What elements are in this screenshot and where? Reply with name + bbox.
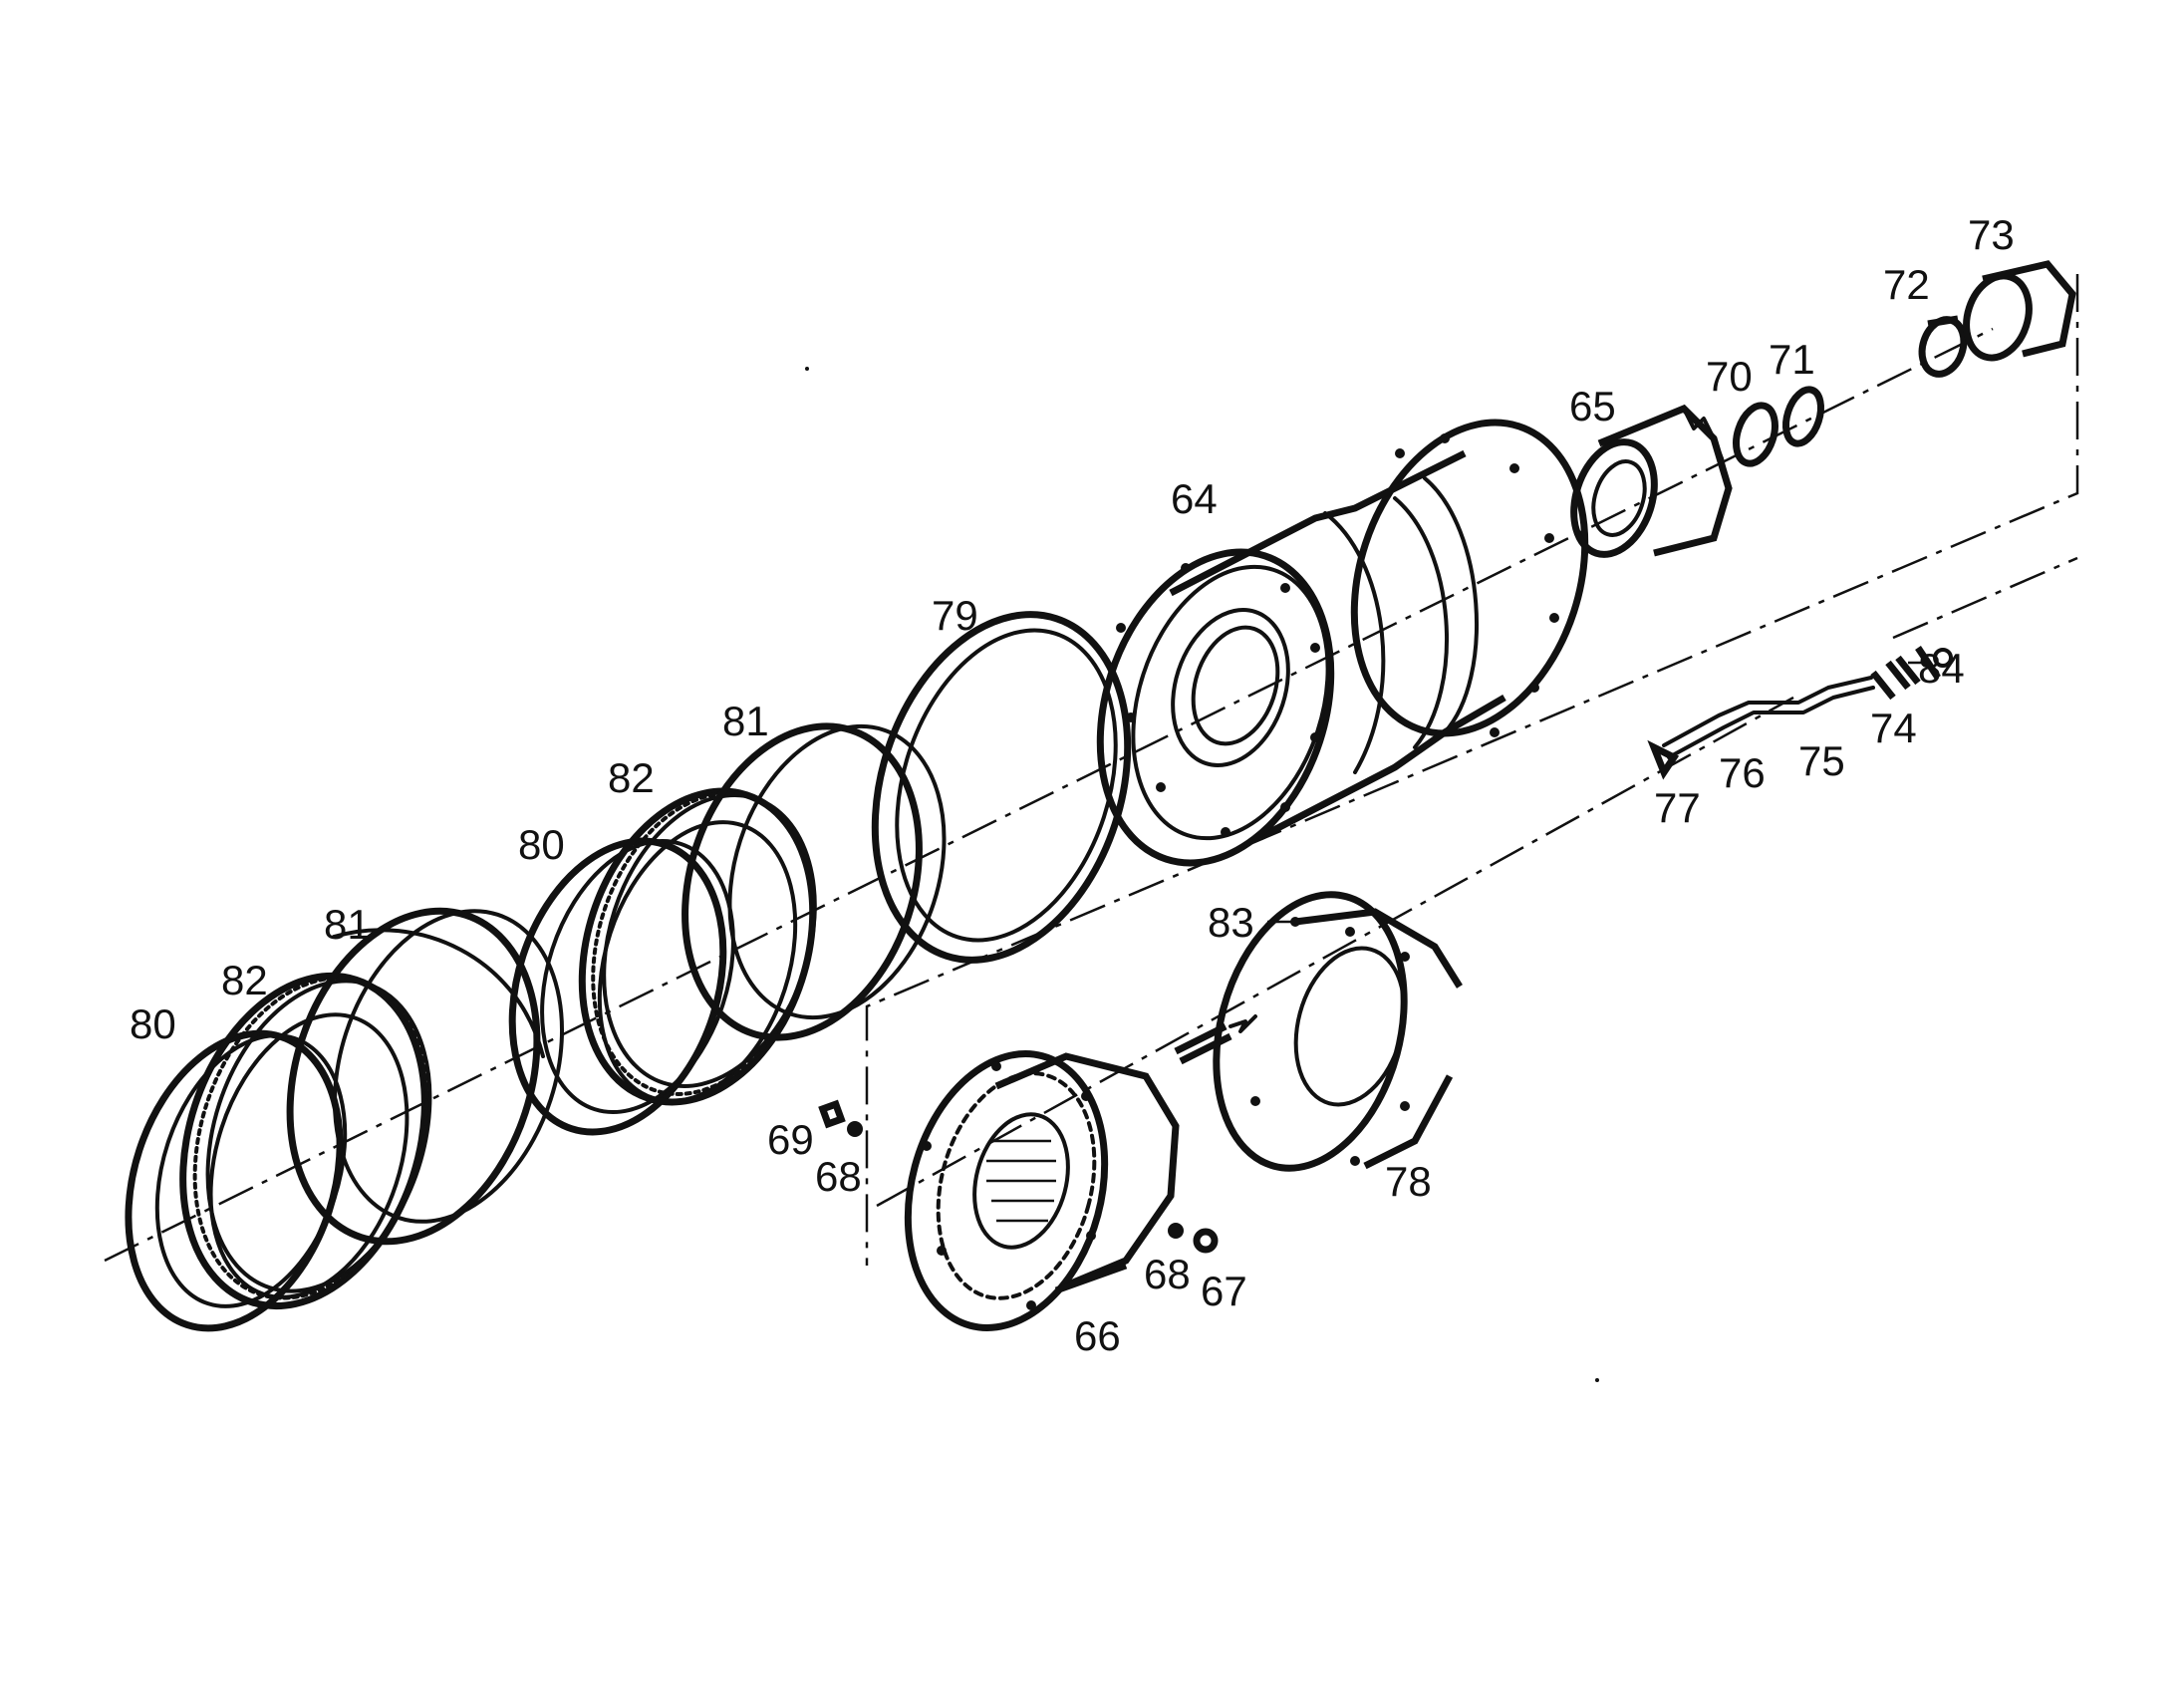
callout-68-lower: 68 bbox=[1144, 1251, 1191, 1297]
part-69-bolt bbox=[818, 1099, 846, 1129]
callout-81-upper: 81 bbox=[722, 698, 769, 744]
callout-71: 71 bbox=[1769, 336, 1815, 383]
callout-84: 84 bbox=[1918, 645, 1965, 692]
callout-76: 76 bbox=[1719, 749, 1766, 796]
part-71-ring bbox=[1781, 386, 1825, 447]
part-66-carrier bbox=[904, 1050, 1180, 1331]
part-73-sleeve bbox=[1963, 260, 2076, 362]
part-81-middle-ring bbox=[682, 722, 947, 1041]
callout-68-upper: 68 bbox=[815, 1153, 862, 1200]
callout-69: 69 bbox=[767, 1116, 814, 1163]
callout-70: 70 bbox=[1706, 353, 1753, 400]
part-72-plug bbox=[1918, 315, 1968, 378]
part-76-pipe-assembly bbox=[1647, 646, 1953, 780]
callout-73: 73 bbox=[1968, 211, 2015, 258]
part-80-left-ring bbox=[125, 1012, 410, 1332]
part-67-bolt bbox=[1193, 1228, 1219, 1254]
callout-77: 77 bbox=[1654, 784, 1701, 831]
spring-pin bbox=[1174, 1014, 1257, 1065]
callout-80-upper: 80 bbox=[518, 821, 565, 868]
stray-dot bbox=[805, 367, 809, 371]
callout-64: 64 bbox=[1171, 475, 1218, 522]
callout-65: 65 bbox=[1569, 383, 1616, 429]
main-center-axis bbox=[104, 327, 1994, 1263]
part-64-housing bbox=[1096, 419, 1589, 867]
callout-78: 78 bbox=[1385, 1158, 1432, 1205]
callout-82-upper: 82 bbox=[608, 754, 655, 801]
part-79-seal-ring bbox=[871, 611, 1132, 964]
part-78-bearing-cover bbox=[1213, 891, 1463, 1172]
callout-74: 74 bbox=[1870, 705, 1917, 751]
part-70-ring bbox=[1733, 402, 1778, 467]
callout-83: 83 bbox=[1208, 899, 1254, 946]
callout-81-lower: 81 bbox=[324, 901, 371, 948]
part-82-left-needle-cage bbox=[179, 972, 432, 1310]
part-65-gear bbox=[1570, 404, 1733, 558]
part-68-upper-washer bbox=[847, 1121, 863, 1137]
callout-75: 75 bbox=[1798, 737, 1845, 784]
callout-67: 67 bbox=[1201, 1268, 1247, 1314]
part-81-left-ring bbox=[286, 907, 564, 1246]
part-68-lower-washer bbox=[1168, 1223, 1184, 1239]
callout-80-lower: 80 bbox=[130, 1000, 176, 1047]
stray-dot bbox=[1595, 1378, 1599, 1382]
pipe-center-axis bbox=[1892, 556, 2078, 640]
callout-72: 72 bbox=[1883, 261, 1930, 308]
callout-66: 66 bbox=[1074, 1312, 1121, 1359]
callout-82-lower: 82 bbox=[221, 957, 268, 1003]
right-bracket-line bbox=[865, 274, 2079, 1266]
lower-center-axis bbox=[876, 696, 1794, 1208]
part-82-middle-needle-cage bbox=[578, 787, 817, 1106]
callout-79: 79 bbox=[932, 592, 978, 639]
